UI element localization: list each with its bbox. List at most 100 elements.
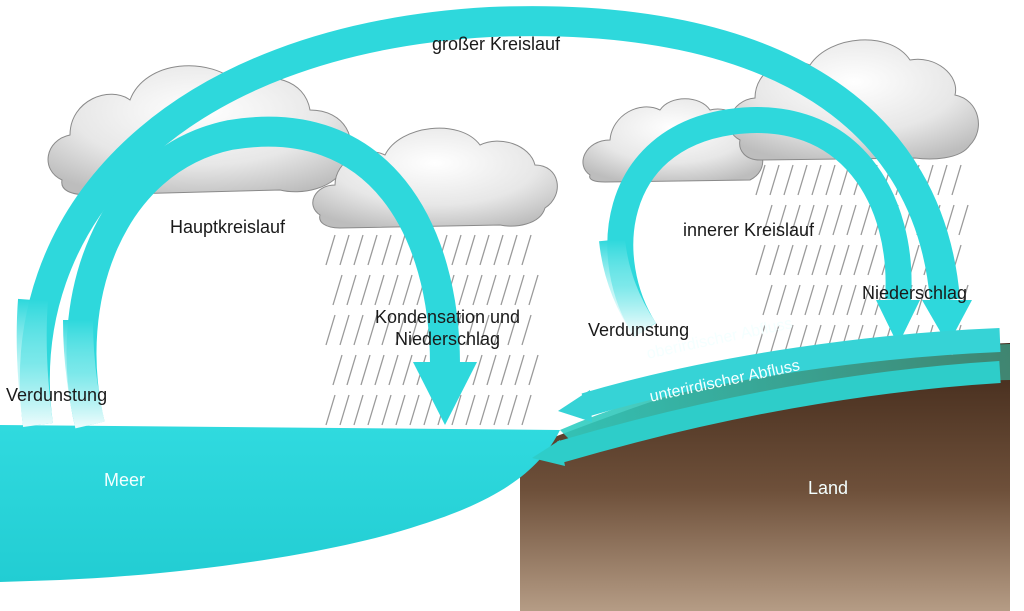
rain-streak	[367, 394, 378, 426]
rain-streak	[783, 164, 794, 196]
sea-body	[0, 425, 560, 582]
rain-streak	[479, 234, 490, 266]
rain-streak	[769, 244, 780, 276]
arrow-head	[922, 300, 972, 345]
rain-streak	[832, 284, 843, 316]
rain-streak	[402, 274, 413, 306]
rain-streak	[521, 314, 532, 346]
rain-streak	[755, 164, 766, 196]
rain-streak	[493, 314, 504, 346]
rain-streak	[521, 394, 532, 426]
rain-streak	[776, 284, 787, 316]
rain-streak	[951, 164, 962, 196]
label-kondensation: Kondensation und Niederschlag	[360, 307, 535, 350]
rain-streak	[916, 284, 927, 316]
rain-streak	[790, 284, 801, 316]
rain-streak	[860, 204, 871, 236]
hauptkreislauf-fade	[63, 319, 105, 429]
rain-streak	[853, 244, 864, 276]
rain-streak	[493, 234, 504, 266]
rain-streak	[755, 324, 766, 356]
rain-streak	[381, 234, 392, 266]
rain-streak	[339, 234, 350, 266]
rain-streaks	[325, 234, 539, 426]
rain-streak	[360, 354, 371, 386]
label-verdunstung-right: Verdunstung	[588, 320, 690, 340]
rain-streak	[367, 314, 378, 346]
rain-streak	[762, 204, 773, 236]
rain-streak	[465, 394, 476, 426]
rain-streak	[332, 274, 343, 306]
label-meer: Meer	[104, 470, 146, 490]
rain-streak	[762, 284, 773, 316]
rain-streak	[367, 234, 378, 266]
rain-streak	[493, 394, 504, 426]
rain-streak	[769, 164, 780, 196]
rain-streak	[507, 234, 518, 266]
label-land: Land	[808, 478, 849, 498]
rain-streak	[958, 204, 969, 236]
rain-streak	[825, 164, 836, 196]
rain-streak	[381, 314, 392, 346]
rain-streak	[846, 204, 857, 236]
rain-streak	[528, 354, 539, 386]
rain-streak	[346, 354, 357, 386]
rain-streak	[909, 244, 920, 276]
label-innerer-kreislauf: innerer Kreislauf	[683, 220, 815, 240]
rain-streak	[451, 234, 462, 266]
rain-streak	[797, 244, 808, 276]
rain-streak	[353, 314, 364, 346]
rain-streak	[458, 274, 469, 306]
rain-streak	[860, 284, 871, 316]
rain-streak	[937, 164, 948, 196]
rain-streak	[514, 354, 525, 386]
rain-streak	[325, 234, 336, 266]
rain-streak	[818, 204, 829, 236]
rain-streak	[769, 324, 780, 356]
label-verdunstung-left: Verdunstung	[6, 385, 108, 405]
rain-streak	[797, 164, 808, 196]
rain-streak	[755, 244, 766, 276]
rain-streak	[353, 394, 364, 426]
rain-streak	[402, 354, 413, 386]
rain-streak	[776, 204, 787, 236]
innerer-kreislauf-fade	[599, 238, 656, 338]
grosser-kreislauf-fade	[16, 298, 53, 427]
rain-streak	[500, 354, 511, 386]
rain-streak	[500, 274, 511, 306]
rain-streak	[825, 244, 836, 276]
rain-streak	[465, 314, 476, 346]
rain-streak	[790, 204, 801, 236]
arrow-head	[532, 440, 565, 466]
rain-streak	[832, 204, 843, 236]
rain-streak	[332, 354, 343, 386]
rain-streak	[395, 314, 406, 346]
rain-streak	[472, 354, 483, 386]
arrow-head	[558, 390, 592, 422]
rain-streak	[360, 274, 371, 306]
rain-streak	[783, 244, 794, 276]
rain-streak	[804, 284, 815, 316]
rain-streak	[381, 394, 392, 426]
rain-streak	[867, 244, 878, 276]
rain-streak	[811, 164, 822, 196]
rain-streak	[486, 354, 497, 386]
rain-streak	[346, 274, 357, 306]
rain-streak	[374, 354, 385, 386]
rain-streak	[507, 314, 518, 346]
oberirdischer-abfluss-arrow	[581, 328, 1001, 417]
grosser-kreislauf-arrow	[19, 6, 960, 428]
rain-streak	[395, 234, 406, 266]
rain-streak	[472, 274, 483, 306]
rain-streak	[507, 394, 518, 426]
rain-streak	[451, 394, 462, 426]
rain-streak	[839, 244, 850, 276]
rain-streak	[479, 394, 490, 426]
rain-streak	[325, 394, 336, 426]
rain-streak	[374, 274, 385, 306]
rain-streak	[423, 394, 434, 426]
label-kondensation-line1: Kondensation und	[374, 307, 521, 327]
label-kondensation-line2: Niederschlag	[394, 328, 501, 349]
rain-streak	[395, 394, 406, 426]
label-grosser-kreislauf: großer Kreislauf	[432, 34, 561, 54]
